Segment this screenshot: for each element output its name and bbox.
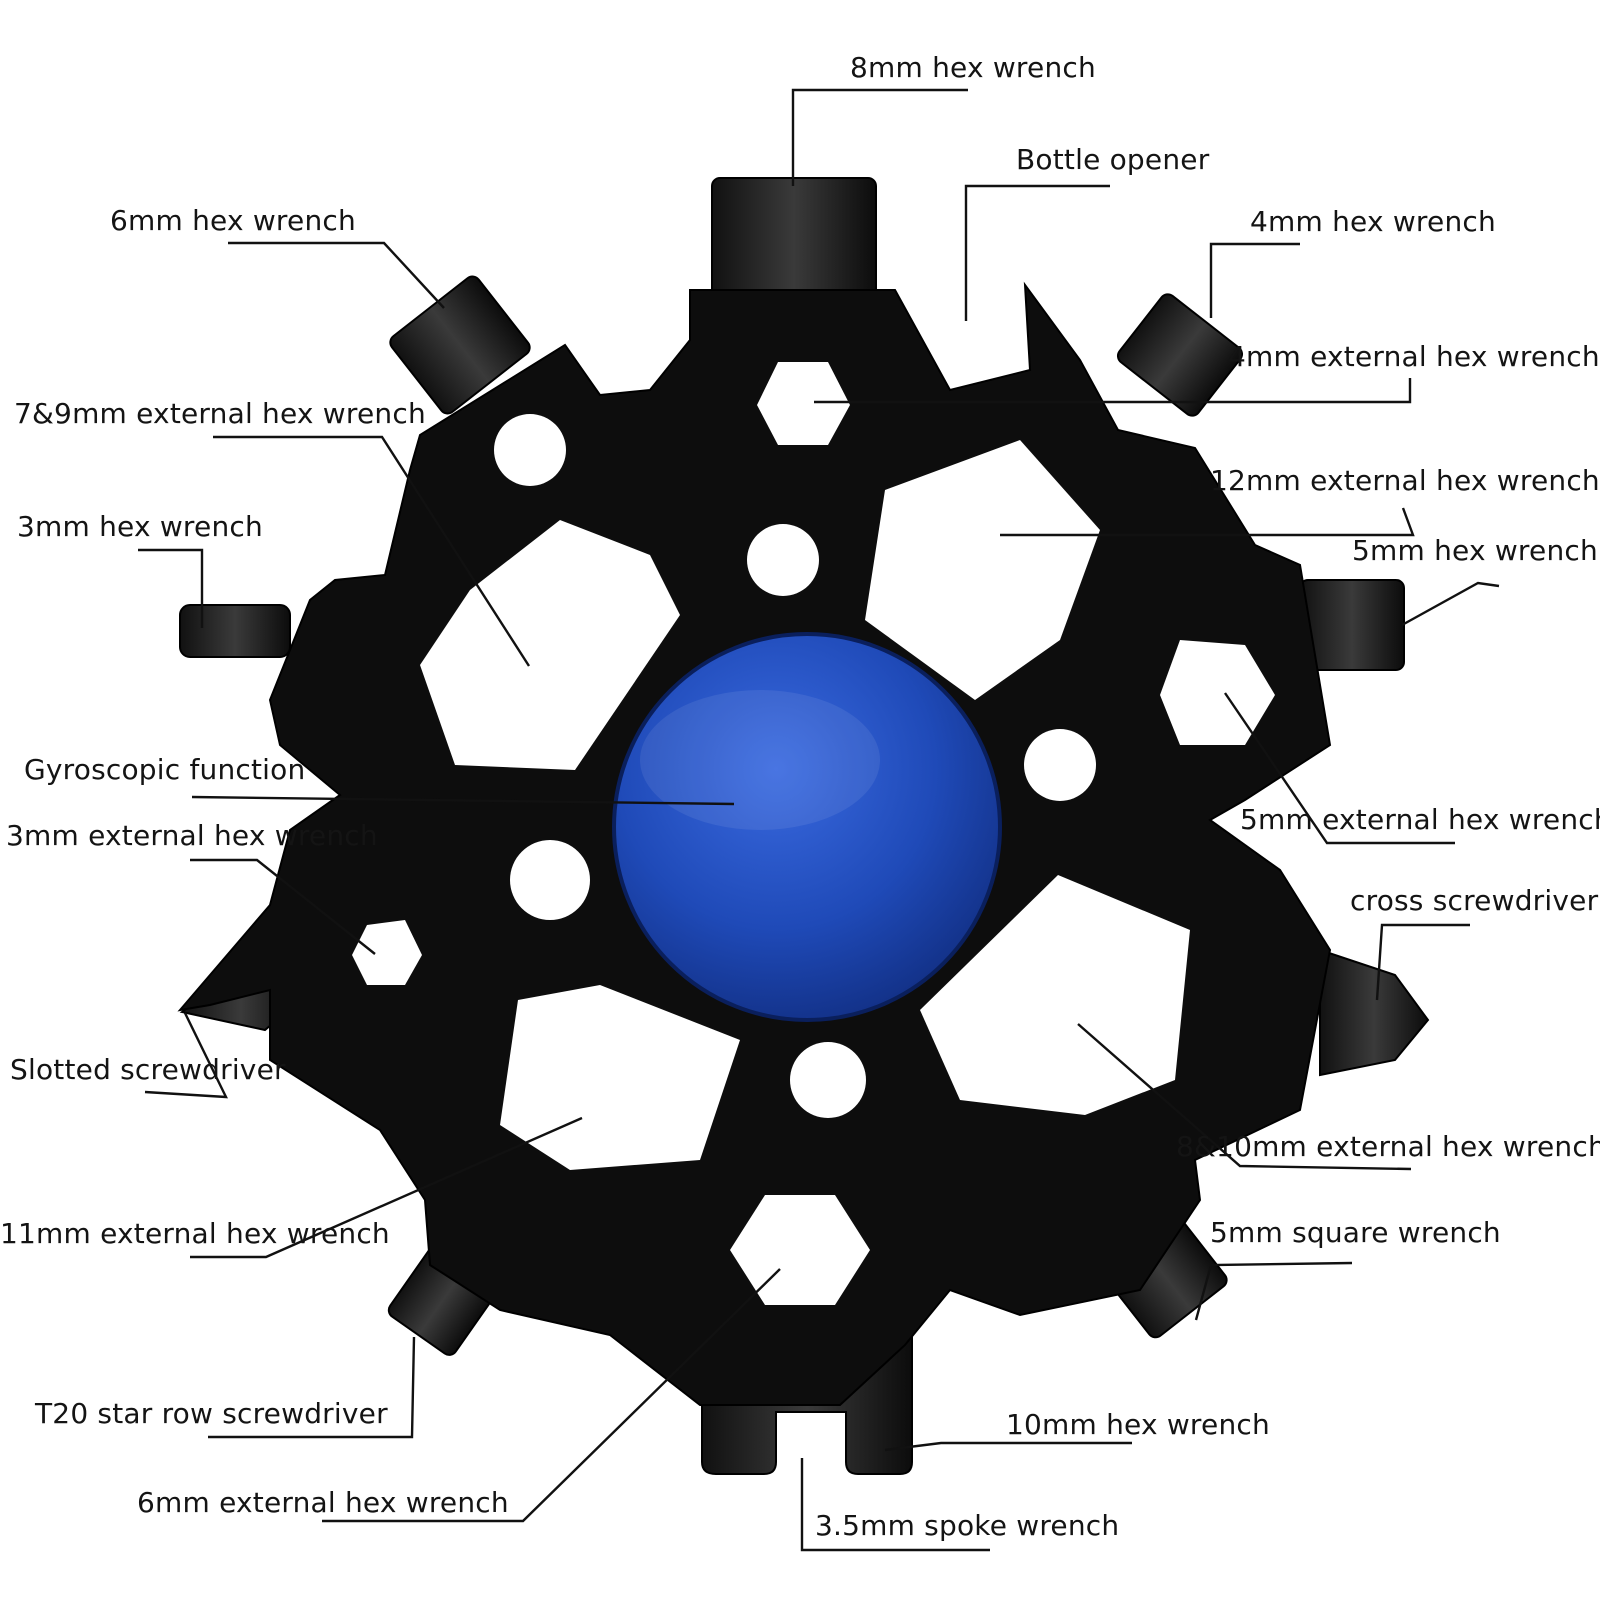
label-8-10mm-external-hex-wrench: 8&10mm external hex wrench <box>1176 1130 1600 1163</box>
tool-body <box>177 281 1332 1406</box>
leader-hex4 <box>1209 242 1300 318</box>
label-6mm-external-hex-wrench: 6mm external hex wrench <box>137 1486 509 1519</box>
hex-cutouts <box>352 362 1275 1305</box>
label-12mm-external-hex-wrench: 12mm external hex wrench <box>1210 464 1600 497</box>
leader-hex5 <box>1401 581 1500 627</box>
label-6mm-hex-wrench: 6mm hex wrench <box>110 204 356 237</box>
leader-cross <box>1375 923 1470 1001</box>
leader-ext5 <box>1224 692 1455 845</box>
label-bottle-opener: Bottle opener <box>1016 143 1210 176</box>
label-3-5mm-spoke-wrench: 3.5mm spoke wrench <box>815 1509 1120 1542</box>
gyroscopic-hub <box>612 632 1002 1022</box>
label-3mm-external-hex-wrench: 3mm external hex wrench <box>6 819 378 852</box>
label-5mm-square-wrench: 5mm square wrench <box>1210 1216 1501 1249</box>
hole-bottom <box>790 1042 866 1118</box>
leader-hex3 <box>138 548 204 628</box>
ext5-cutout <box>1160 640 1275 745</box>
hub-shine <box>640 690 880 830</box>
hex3-bit <box>179 604 291 658</box>
leader-ext810 <box>1077 1023 1412 1171</box>
leader-t20 <box>208 1336 416 1439</box>
leader-ext12 <box>1000 507 1415 537</box>
leader-spoke <box>800 1458 990 1552</box>
leader-lines <box>138 88 1500 1552</box>
leader-hex6 <box>228 241 445 309</box>
label-cross-screwdriver: cross screwdriver <box>1350 884 1599 917</box>
ext4-cutout <box>757 362 850 445</box>
leader-ext4 <box>814 378 1412 404</box>
label-8mm-hex-wrench: 8mm hex wrench <box>850 51 1096 84</box>
ext11-cutout <box>500 985 740 1170</box>
leader-gyro <box>191 795 735 806</box>
hole-right <box>1024 729 1096 801</box>
label-4mm-external-hex-wrench: 4mm external hex wrench <box>1228 340 1600 373</box>
ext810-cutout <box>920 875 1190 1115</box>
hex6-bit <box>389 275 531 415</box>
leader-hex10 <box>884 1441 1132 1452</box>
label-7-9mm-external-hex-wrench: 7&9mm external hex wrench <box>14 397 426 430</box>
label-3mm-hex-wrench: 3mm hex wrench <box>17 510 263 543</box>
hole-top <box>747 524 819 596</box>
leader-slotted <box>144 1012 228 1099</box>
label-5mm-external-hex-wrench: 5mm external hex wrench <box>1240 803 1600 836</box>
hex4-bit <box>1116 293 1244 417</box>
leader-ext79 <box>213 435 531 667</box>
label-t20-star-row-screwdriver: T20 star row screwdriver <box>35 1397 388 1430</box>
label-4mm-hex-wrench: 4mm hex wrench <box>1250 205 1496 238</box>
label-5mm-hex-wrench: 5mm hex wrench <box>1352 534 1598 567</box>
ext3-cutout <box>352 920 422 985</box>
leader-bottle <box>964 184 1110 321</box>
leader-sq5 <box>1194 1261 1353 1321</box>
label-10mm-hex-wrench: 10mm hex wrench <box>1006 1408 1270 1441</box>
ext6-cutout <box>730 1195 870 1305</box>
ext12-cutout <box>865 440 1100 700</box>
label-gyroscopic-function: Gyroscopic function <box>24 753 306 786</box>
ext79-cutout <box>420 520 680 770</box>
leader-ext3 <box>190 858 376 955</box>
leader-ext11 <box>190 1116 583 1259</box>
hole-top-left <box>494 414 566 486</box>
hole-left <box>510 840 590 920</box>
label-11mm-external-hex-wrench: 11mm external hex wrench <box>0 1217 390 1250</box>
leader-ext6 <box>322 1268 781 1523</box>
cross-screwdriver-bit <box>1319 948 1430 1077</box>
leader-hex8 <box>791 88 968 186</box>
label-slotted-screwdriver: Slotted screwdriver <box>10 1053 286 1086</box>
